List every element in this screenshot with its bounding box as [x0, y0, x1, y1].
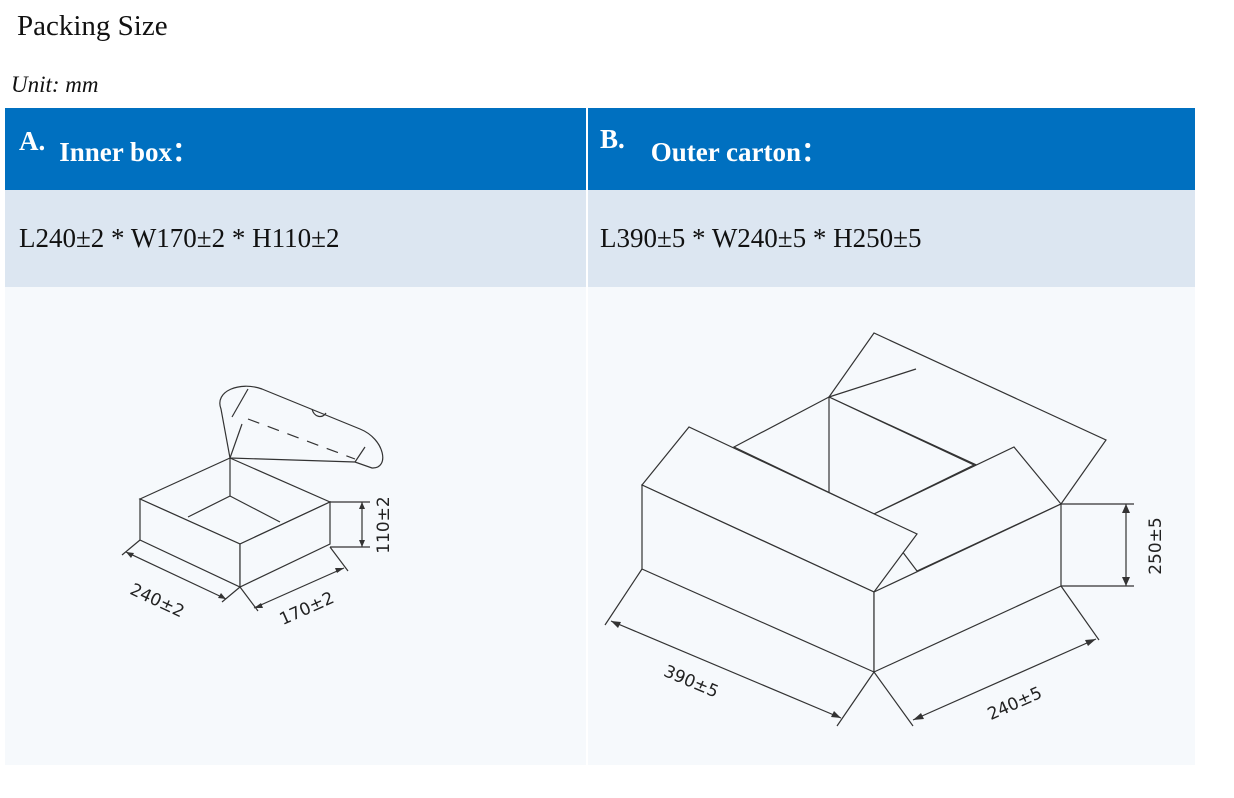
outer-carton-header: B. Outer carton： [587, 108, 1195, 190]
drawing-row: 110±2 240±2 170±2 [5, 287, 1195, 765]
inner-box-header: A. Inner box： [5, 108, 588, 190]
outer-carton-title: Outer carton： [650, 136, 828, 167]
inner-box-drawing: 110±2 240±2 170±2 [121, 385, 394, 630]
outer-carton-drawing: 250±5 390±5 240±5 [604, 332, 1166, 727]
inner-box-letter: A. [19, 125, 46, 156]
inner-box-length-label: 240±2 [127, 580, 188, 622]
inner-box-lid [219, 385, 384, 469]
unit-label: Unit: mm [11, 72, 99, 97]
inner-box-side-face [239, 501, 331, 588]
outer-carton-length-label: 390±5 [661, 662, 722, 703]
packing-size-table: A. Inner box： B. Outer carton： L240±2 * W1… [5, 108, 1195, 765]
outer-carton-letter: B. [600, 123, 625, 154]
inner-box-title: Inner box： [59, 136, 200, 167]
inner-box-fold-line [247, 418, 356, 460]
outer-carton-height-label: 250±5 [1146, 517, 1166, 575]
inner-box-drawing-cell: 110±2 240±2 170±2 [5, 287, 588, 765]
page-title: Packing Size [17, 10, 168, 42]
table-header-row: A. Inner box： B. Outer carton： [5, 108, 1195, 190]
inner-box-dimensions: L240±2 * W170±2 * H110±2 [5, 190, 588, 287]
dimension-row: L240±2 * W170±2 * H110±2 L390±5 * W240±5… [5, 190, 1195, 287]
outer-carton-drawing-cell: 250±5 390±5 240±5 [587, 287, 1195, 765]
outer-carton-dimensions: L390±5 * W240±5 * H250±5 [587, 190, 1195, 287]
inner-box-height-label: 110±2 [374, 496, 394, 554]
outer-carton-width-label: 240±5 [985, 683, 1046, 725]
